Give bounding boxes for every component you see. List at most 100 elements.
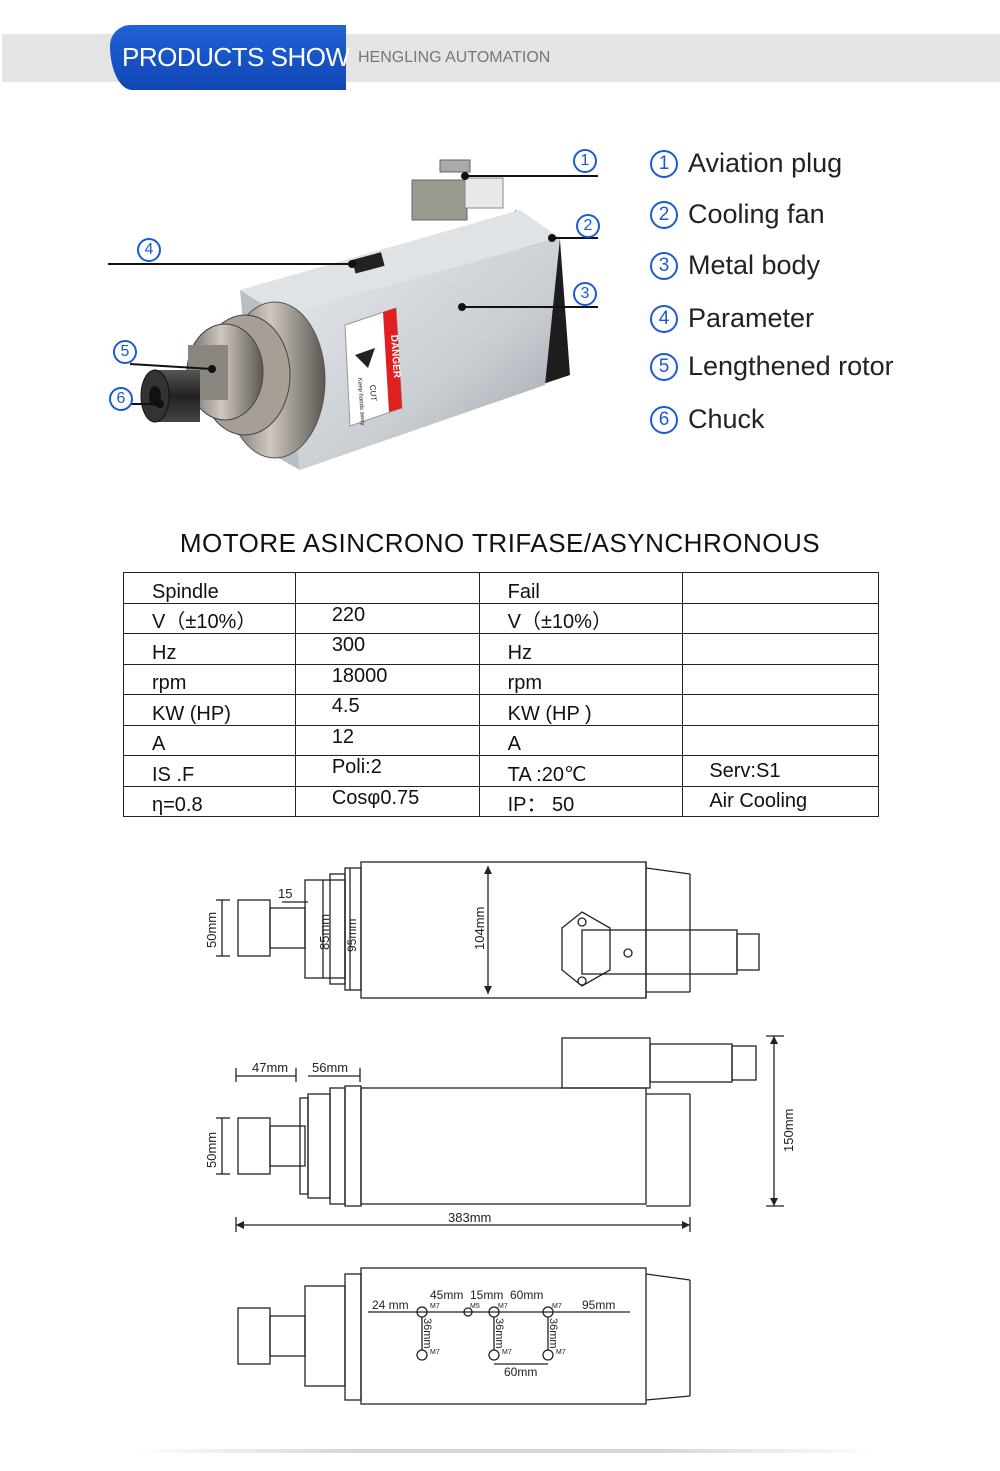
dim-bot-m7d: M7 (430, 1349, 440, 1356)
dim-bot-60b: 60mm (504, 1365, 537, 1379)
keep-text: Keep hands away (356, 378, 365, 426)
spec-cell (682, 663, 879, 695)
legend-label: Cooling fan (688, 199, 825, 229)
spec-cell: KW (HP ) (478, 694, 684, 726)
dim-top-104: 104mm (472, 907, 487, 950)
legend-item-parameter: 4 Parameter (650, 303, 814, 334)
spec-cell (682, 572, 879, 604)
spec-cell: V（±10%） (123, 602, 296, 634)
chuck (140, 369, 200, 423)
dim-bot-m7a: M7 (430, 1303, 440, 1310)
spec-cell: Hz (478, 633, 684, 665)
dim-bot-36b: 36mm (493, 1318, 505, 1349)
drawing-bottom-view (237, 1267, 691, 1405)
spec-cell: Poli:2 (294, 755, 480, 787)
spec-cell: 18000 (294, 663, 480, 695)
legend-num: 2 (650, 201, 678, 229)
dim-bot-m7f: M7 (556, 1349, 566, 1356)
cut-text: CUT (368, 385, 378, 402)
spec-cell: TA :20℃ (478, 755, 684, 787)
dim-bot-36c: 36mm (547, 1318, 559, 1349)
dim-bot-m7b: M7 (498, 1303, 508, 1310)
spec-cell: 12 (294, 724, 480, 756)
dim-bot-36a: 36mm (421, 1318, 433, 1349)
spec-cell: KW (HP) (123, 694, 296, 726)
legend-label: Parameter (688, 303, 815, 333)
legend-num: 3 (650, 252, 678, 280)
spec-cell: 4.5 (294, 694, 480, 726)
dim-side-47: 47mm (252, 1060, 288, 1075)
spec-cell: V（±10%） (478, 602, 684, 634)
header-tab-label: PRODUCTS SHOW (122, 42, 350, 72)
dim-side-56: 56mm (312, 1060, 348, 1075)
spec-cell: Hz (123, 633, 296, 665)
spec-cell (682, 633, 879, 665)
callout-4: 4 (137, 238, 161, 262)
parameter-plate (351, 252, 385, 274)
header-subtitle: HENGLING AUTOMATION (358, 49, 551, 66)
dim-top-15: 15 (278, 886, 292, 901)
drawing-side-view (216, 1035, 784, 1232)
spec-cell: Air Cooling (682, 785, 879, 817)
callout-6: 6 (109, 387, 133, 411)
spec-cell (682, 724, 879, 756)
callout-3: 3 (573, 282, 597, 306)
spec-cell: IS .F (123, 755, 296, 787)
callout-5: 5 (113, 340, 137, 364)
legend-num: 4 (650, 305, 678, 333)
dim-top-85: 85mm (317, 914, 332, 950)
legend-item-lengthened-rotor: 5 Lengthened rotor (650, 351, 894, 382)
dimension-drawings: 50mm 15 85mm 95mm 104mm 47mm 56mm 50mm 1… (204, 861, 796, 1405)
dim-side-50: 50mm (204, 1132, 219, 1168)
spec-cell: Cosφ0.75 (294, 785, 480, 817)
danger-text: DANGER (388, 334, 402, 379)
dim-bot-45: 45mm (430, 1288, 463, 1302)
callout-2: 2 (576, 214, 600, 238)
header-tab (110, 25, 346, 90)
dim-bot-m7e: M7 (502, 1349, 512, 1356)
legend-num: 5 (650, 353, 678, 381)
dim-bot-m5: M5 (470, 1303, 480, 1310)
legend-num: 6 (650, 406, 678, 434)
spec-cell: A (478, 724, 684, 756)
dim-top-50: 50mm (204, 912, 219, 948)
legend-item-cooling-fan: 2 Cooling fan (650, 199, 825, 230)
spindle-photo: DANGER CUT Keep hands away (108, 159, 598, 470)
spec-cell (294, 572, 480, 604)
spec-cell: 220 (294, 602, 480, 634)
legend-item-chuck: 6 Chuck (650, 404, 765, 435)
dim-bot-15: 15mm (470, 1288, 503, 1302)
drawing-top-view (216, 861, 760, 999)
spec-table-title: MOTORE ASINCRONO TRIFASE/ASYNCHRONOUS (179, 528, 821, 558)
spec-cell: rpm (123, 663, 296, 695)
spec-table-row: Spindle Fail (123, 572, 879, 604)
dim-top-95: 95mm (345, 919, 359, 952)
legend-label: Aviation plug (688, 148, 843, 178)
dim-side-383: 383mm (448, 1210, 491, 1225)
legend-item-metal-body: 3 Metal body (650, 250, 820, 281)
aviation-plug (411, 159, 504, 221)
dim-bot-95: 95mm (582, 1298, 615, 1312)
legend-label: Lengthened rotor (688, 351, 894, 381)
spec-cell (682, 602, 879, 634)
spec-cell: A (123, 724, 296, 756)
spec-cell: η=0.8 (123, 785, 296, 817)
legend-item-aviation-plug: 1 Aviation plug (650, 148, 842, 179)
spec-cell: Spindle (123, 572, 296, 604)
legend-num: 1 (650, 150, 678, 178)
legend-label: Metal body (688, 250, 821, 280)
dim-bot-m7c: M7 (552, 1303, 562, 1310)
spec-cell (682, 694, 879, 726)
danger-label: DANGER CUT Keep hands away (344, 307, 403, 427)
dim-side-150: 150mm (781, 1109, 796, 1152)
legend-label: Chuck (688, 404, 765, 434)
spec-cell: Fail (478, 572, 684, 604)
dim-bot-60: 60mm (510, 1288, 543, 1302)
